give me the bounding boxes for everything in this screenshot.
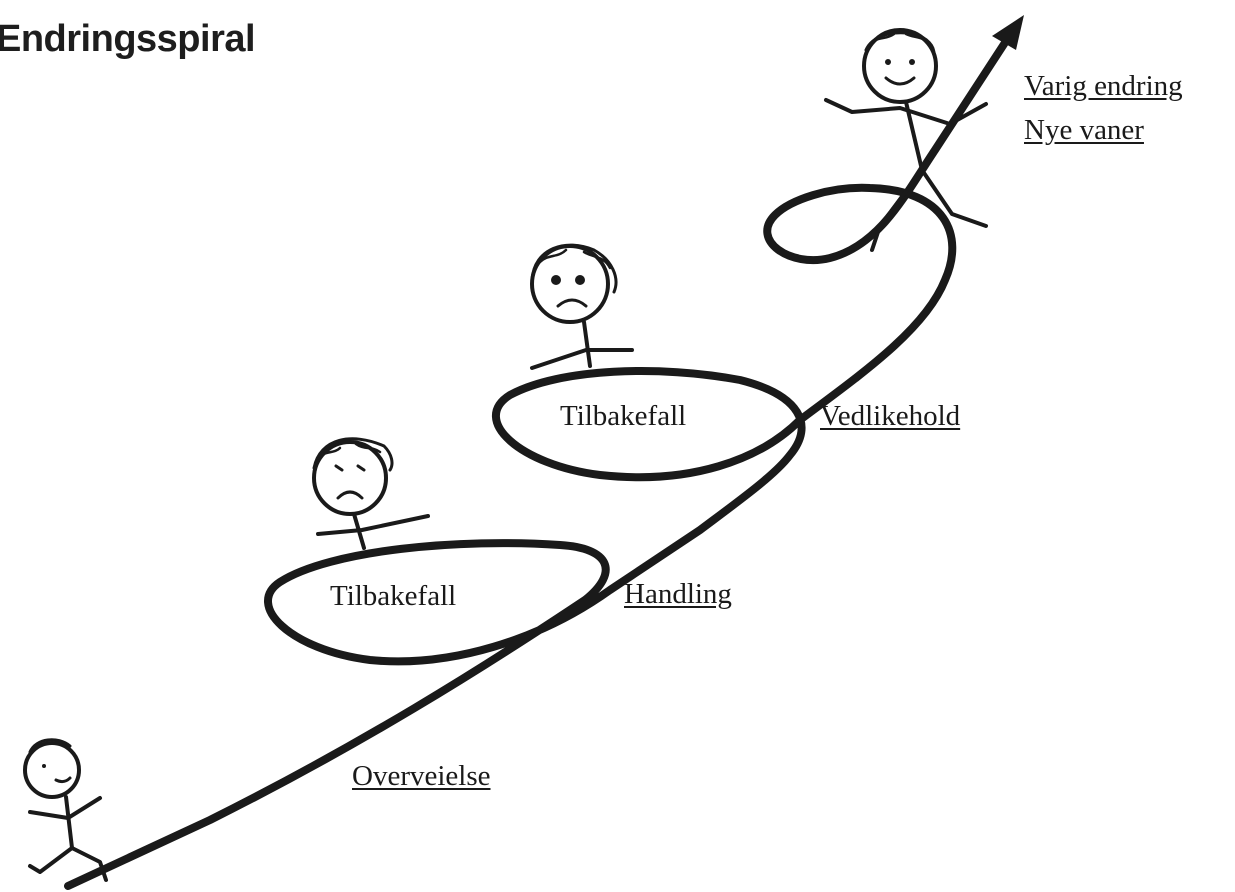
stage-label-overveielse: Overveielse [352, 760, 491, 792]
diagram-title: Endringsspiral [0, 18, 256, 60]
walking-stick-figure-icon [23, 738, 108, 882]
sad-stick-figure-1-icon [312, 437, 430, 550]
stage-label-nye-vaner: Nye vaner [1024, 114, 1144, 146]
arrowhead-icon [992, 15, 1024, 50]
relapse-label-1: Tilbakefall [330, 580, 457, 612]
spiral-path [64, 34, 1012, 890]
sad-stick-figure-2-icon [530, 243, 634, 370]
happy-stick-figure-icon [824, 28, 988, 252]
stage-label-vedlikehold: Vedlikehold [820, 400, 961, 432]
stage-label-varig-endring: Varig endring [1024, 70, 1183, 102]
stage-label-handling: Handling [624, 578, 732, 610]
relapse-label-2: Tilbakefall [560, 400, 687, 432]
